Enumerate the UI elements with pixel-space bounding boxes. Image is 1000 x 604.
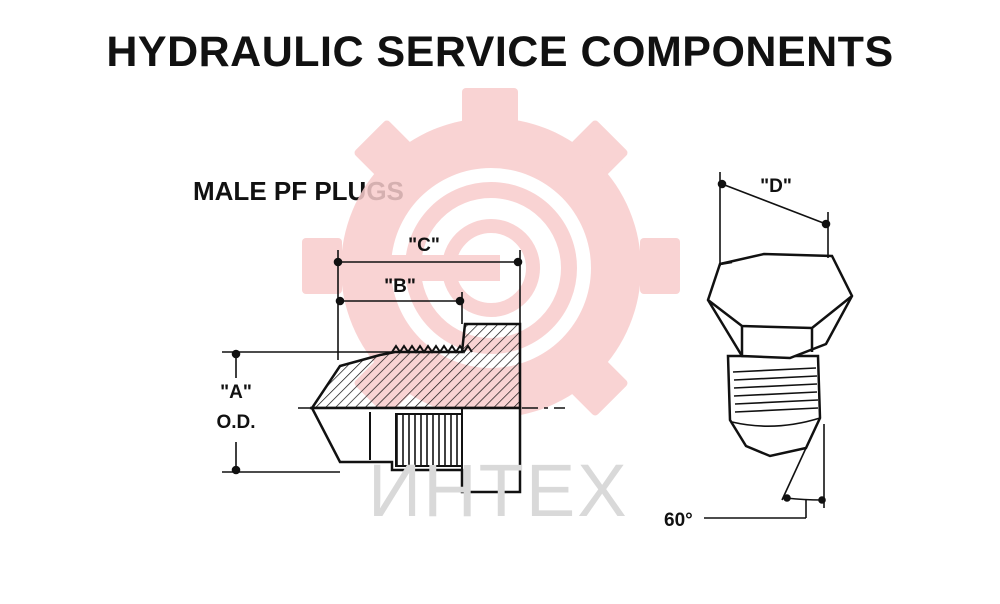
- dimension-a-label: "A": [220, 382, 252, 403]
- dimension-c-label: "C": [408, 235, 440, 256]
- dimension-a: [222, 349, 392, 475]
- dimension-b: [335, 292, 465, 324]
- page-title: HYDRAULIC SERVICE COMPONENTS: [106, 28, 894, 76]
- dimension-d-label: "D": [760, 176, 792, 197]
- watermark-text: ИНТЕХ: [368, 449, 629, 532]
- angle-label: 60°: [664, 510, 693, 531]
- hex-plug-view: [706, 252, 854, 458]
- dimension-od-label: O.D.: [216, 412, 255, 433]
- watermark-gear-icon: [302, 88, 680, 448]
- angle-dimension: [704, 424, 826, 519]
- dimension-d: [717, 172, 831, 266]
- dimension-b-label: "B": [384, 276, 416, 297]
- plug-section-view: [298, 322, 565, 494]
- dimension-c: [333, 250, 523, 360]
